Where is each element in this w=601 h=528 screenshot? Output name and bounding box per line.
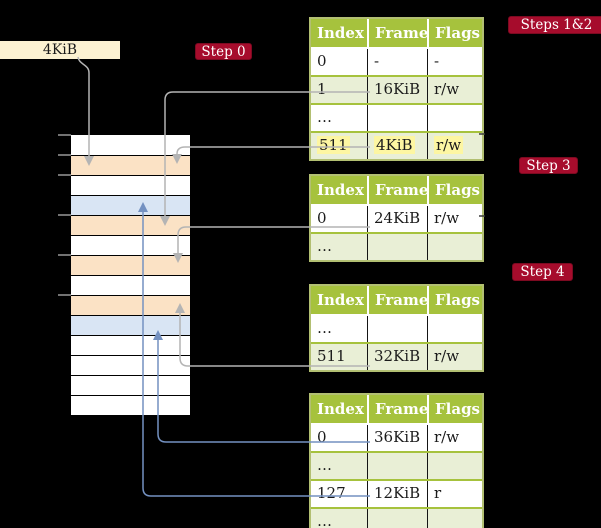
table-cell <box>427 509 482 528</box>
badge-step-0: Step 0 <box>195 43 252 60</box>
physical-memory-column <box>70 134 191 416</box>
table-cell <box>427 316 482 342</box>
table-cell: 511 <box>317 347 346 365</box>
frame-size-box: 4KiB <box>0 41 120 59</box>
table-cell <box>367 453 427 479</box>
table-cell: 511 <box>317 136 350 154</box>
table-cell: 127 <box>317 484 346 502</box>
table-cell <box>367 509 427 528</box>
memory-row-10 <box>71 315 190 335</box>
column-header: Index <box>317 400 364 418</box>
column-header: Frame <box>367 286 427 314</box>
column-header: Flags <box>427 19 482 47</box>
memory-row-4 <box>71 195 190 215</box>
table-cell: r/w <box>427 77 482 103</box>
memory-row-5 <box>71 215 190 235</box>
page-table-entry: 0 -- <box>311 47 482 75</box>
memory-row-12 <box>71 355 190 375</box>
table-cell: 36KiB <box>367 425 427 451</box>
table-cell: 24KiB <box>367 206 427 232</box>
table-cell <box>427 105 482 131</box>
column-header: Frame <box>367 176 427 204</box>
table-cell: r/w <box>427 425 482 451</box>
page-table-entry: … <box>311 232 482 260</box>
table-cell: … <box>317 319 332 337</box>
table-cell: … <box>317 456 332 474</box>
column-header: Index <box>317 291 364 309</box>
column-header: Index <box>317 24 364 42</box>
table-cell: 16KiB <box>367 77 427 103</box>
column-header: Index <box>317 181 364 199</box>
column-header: Flags <box>427 176 482 204</box>
table-cell <box>367 316 427 342</box>
page-table-entry: … <box>311 103 482 131</box>
memory-row-11 <box>71 335 190 355</box>
memory-row-7 <box>71 255 190 275</box>
table-cell: - <box>367 49 427 75</box>
table-cell: 32KiB <box>367 344 427 370</box>
table-cell <box>427 234 482 260</box>
table-cell: 1 <box>317 80 327 98</box>
memory-row-13 <box>71 375 190 395</box>
memory-row-8 <box>71 275 190 295</box>
table-cell: r/w <box>427 206 482 232</box>
column-header: Flags <box>427 286 482 314</box>
memory-row-14 <box>71 395 190 415</box>
page-table-entry: … <box>311 451 482 479</box>
memory-row-1 <box>71 135 190 155</box>
table-cell: 0 <box>317 209 327 227</box>
page-table-entry: … <box>311 314 482 342</box>
table-cell: 4KiB <box>367 133 427 159</box>
badge-step-4: Step 4 <box>512 263 573 281</box>
memory-row-2 <box>71 155 190 175</box>
table-cell: r/w <box>427 344 482 370</box>
table-cell: r <box>427 481 482 507</box>
badge-steps-1-2: Steps 1&2 <box>508 16 601 34</box>
table-cell <box>367 234 427 260</box>
table-cell: … <box>317 512 332 528</box>
table-cell <box>367 105 427 131</box>
page-table-entry: … <box>311 507 482 528</box>
table-cell: … <box>317 108 332 126</box>
table-cell: r/w <box>427 133 482 159</box>
badge-step-3: Step 3 <box>519 157 578 174</box>
memory-row-3 <box>71 175 190 195</box>
column-header: Frame <box>367 19 427 47</box>
table-cell: … <box>317 237 332 255</box>
column-header: Frame <box>367 395 427 423</box>
table-cell: 0 <box>317 428 327 446</box>
memory-row-6 <box>71 235 190 255</box>
memory-row-9 <box>71 295 190 315</box>
table-cell <box>427 453 482 479</box>
table-cell: - <box>427 49 482 75</box>
table-cell: 12KiB <box>367 481 427 507</box>
column-header: Flags <box>427 395 482 423</box>
table-cell: 0 <box>317 52 327 70</box>
